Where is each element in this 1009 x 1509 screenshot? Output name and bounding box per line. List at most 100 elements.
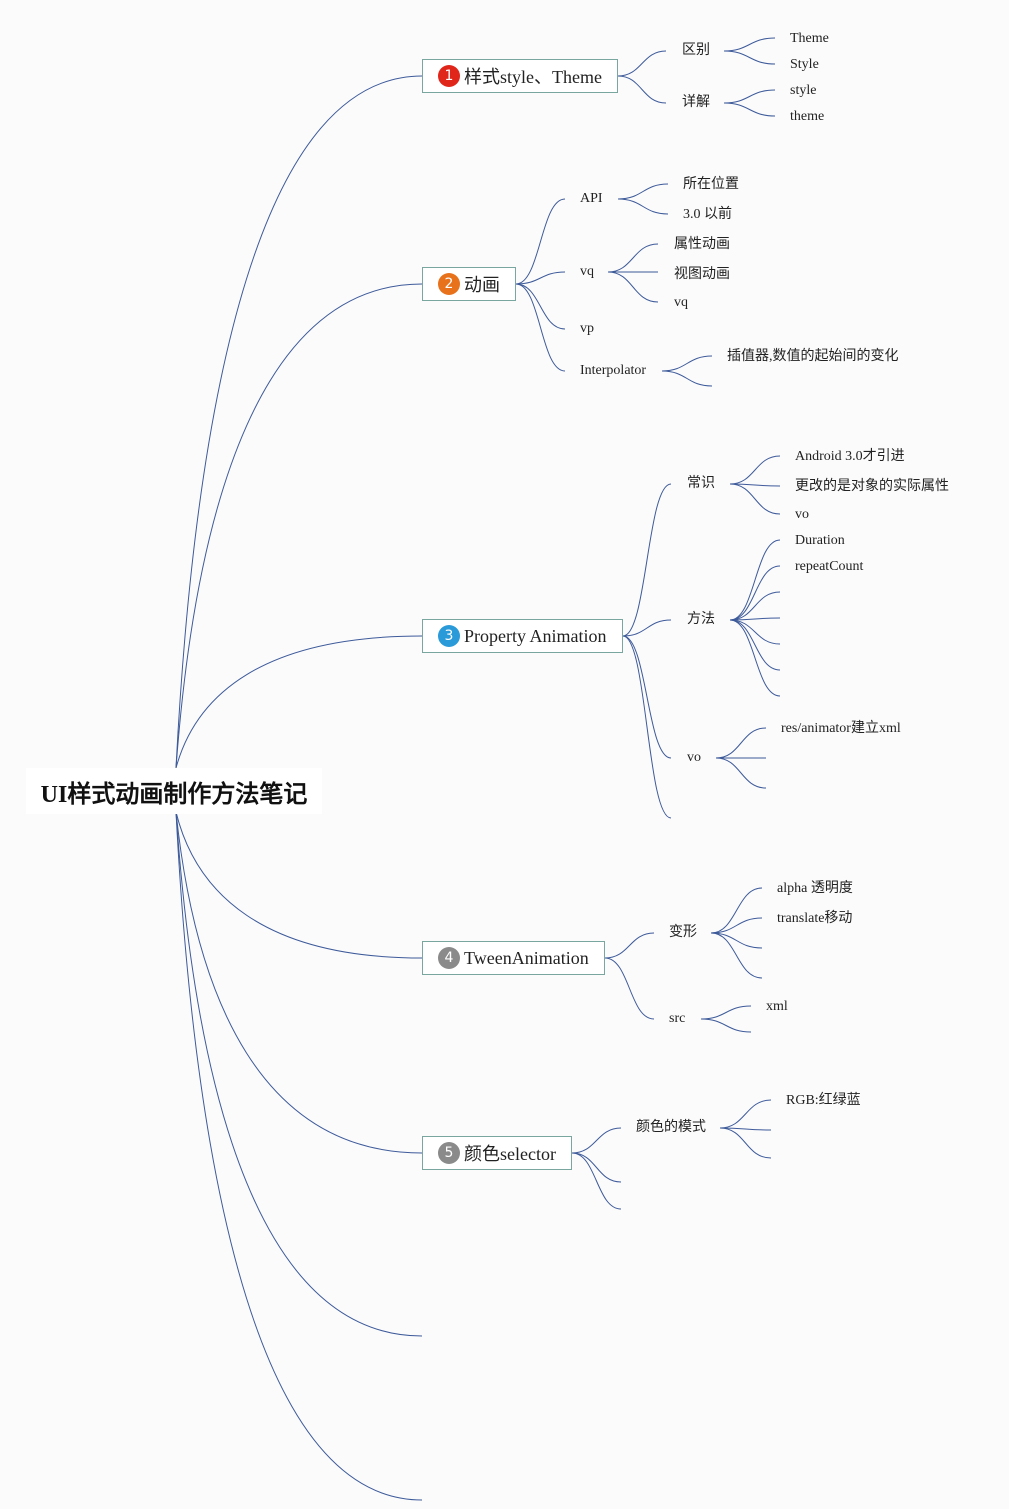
leaf-connector-4-1-3 — [710, 932, 763, 949]
subtopic-connector-3-1 — [622, 483, 672, 637]
leaf-connector-5-1-1 — [719, 1099, 772, 1129]
leaf-2-4-1[interactable]: 插值器,数值的起始间的变化 — [727, 349, 899, 364]
subtopic-4-2[interactable]: src — [669, 1011, 686, 1026]
leaf-connector-3-2-7 — [729, 619, 781, 697]
number-badge-icon: 5 — [438, 1142, 460, 1164]
subtopic-2-4[interactable]: Interpolator — [580, 363, 647, 378]
leaf-2-2-3[interactable]: vq — [674, 295, 688, 310]
leaf-connector-4-1-2 — [710, 917, 763, 934]
leaf-2-2-1[interactable]: 属性动画 — [674, 237, 730, 252]
topic-label: TweenAnimation — [464, 947, 589, 968]
subtopic-1-1[interactable]: 区别 — [682, 43, 710, 58]
leaf-connector-2-4-1 — [661, 355, 713, 372]
subtopic-2-3[interactable]: vp — [580, 321, 594, 336]
subtopic-3-2[interactable]: 方法 — [687, 612, 715, 627]
leaf-connector-2-2-3 — [607, 271, 659, 303]
leaf-connector-4-1-1 — [710, 887, 763, 934]
leaf-1-2-1[interactable]: style — [790, 83, 817, 98]
leaf-4-2-1[interactable]: xml — [766, 999, 788, 1014]
leaf-connector-3-2-2 — [729, 565, 781, 621]
subtopic-connector-3-2 — [622, 619, 672, 637]
leaf-3-1-3[interactable]: vo — [795, 507, 809, 522]
subtopic-connector-2-4 — [515, 283, 566, 372]
leaf-connector-1-2-1 — [723, 89, 776, 104]
leaf-connector-3-2-3 — [729, 591, 781, 621]
leaf-connector-5-1-3 — [719, 1127, 772, 1159]
leaf-connector-3-2-4 — [729, 617, 781, 621]
subtopic-connector-3-4 — [622, 635, 672, 819]
leaf-2-1-2[interactable]: 3.0 以前 — [683, 207, 732, 222]
branch-connector-7 — [175, 811, 423, 1501]
leaf-connector-1-1-1 — [723, 37, 776, 52]
leaf-connector-4-2-2 — [700, 1018, 752, 1033]
topic-label: Property Animation — [464, 625, 607, 646]
leaf-connector-2-1-1 — [617, 183, 669, 200]
number-badge-icon: 3 — [438, 625, 460, 647]
subtopic-3-3[interactable]: vo — [687, 750, 701, 765]
topic-label: 样式style、Theme — [464, 67, 602, 87]
leaf-connector-2-4-2 — [661, 370, 713, 387]
branch-connector-5 — [175, 811, 423, 1154]
leaf-connector-3-1-3 — [729, 483, 781, 515]
subtopic-connector-2-3 — [515, 283, 566, 330]
branch-connector-6 — [175, 811, 423, 1337]
leaf-connector-3-3-3 — [715, 757, 767, 789]
subtopic-2-2[interactable]: vq — [580, 264, 594, 279]
leaf-2-2-2[interactable]: 视图动画 — [674, 267, 730, 282]
number-badge-icon: 4 — [438, 947, 460, 969]
subtopic-connector-2-1 — [515, 198, 566, 285]
leaf-connector-3-2-6 — [729, 619, 781, 671]
leaf-connector-4-1-4 — [710, 932, 763, 979]
subtopic-connector-5-2 — [571, 1152, 622, 1183]
leaf-1-1-1[interactable]: Theme — [790, 31, 829, 46]
leaf-1-1-2[interactable]: Style — [790, 57, 819, 72]
subtopic-4-1[interactable]: 变形 — [669, 925, 697, 940]
leaf-connector-1-1-2 — [723, 50, 776, 65]
number-badge-icon: 1 — [438, 65, 460, 87]
subtopic-connector-4-2 — [604, 957, 655, 1020]
branch-connector-3 — [175, 635, 423, 769]
leaf-connector-3-1-1 — [729, 455, 781, 485]
subtopic-5-1[interactable]: 颜色的模式 — [636, 1120, 706, 1135]
leaf-connector-4-2-1 — [700, 1005, 752, 1020]
root-topic[interactable]: UI样式动画制作方法笔记 — [26, 768, 322, 814]
subtopic-connector-2-2 — [515, 271, 566, 285]
leaf-4-1-2[interactable]: translate移动 — [777, 911, 853, 926]
branch-connector-2 — [175, 283, 423, 769]
leaf-3-2-2[interactable]: repeatCount — [795, 559, 864, 574]
branch-connector-4 — [175, 811, 423, 959]
leaf-1-2-2[interactable]: theme — [790, 109, 825, 124]
leaf-connector-3-2-5 — [729, 619, 781, 645]
topic-label: 颜色selector — [464, 1144, 556, 1164]
branch-connector-1 — [175, 75, 423, 769]
subtopic-3-1[interactable]: 常识 — [687, 476, 715, 491]
number-badge-icon: 2 — [438, 273, 460, 295]
subtopic-connector-5-3 — [571, 1152, 622, 1210]
topic-label: 动画 — [464, 275, 500, 295]
root-topic-label: UI样式动画制作方法笔记 — [40, 781, 308, 808]
leaf-connector-3-2-1 — [729, 539, 781, 621]
subtopic-2-1[interactable]: API — [580, 191, 603, 206]
subtopic-connector-5-1 — [571, 1127, 622, 1154]
subtopic-connector-1-1 — [617, 50, 667, 77]
leaf-3-1-2[interactable]: 更改的是对象的实际属性 — [795, 479, 949, 494]
leaf-3-2-1[interactable]: Duration — [795, 533, 845, 548]
leaf-connector-2-2-1 — [607, 243, 659, 273]
leaf-5-1-1[interactable]: RGB:红绿蓝 — [786, 1093, 861, 1108]
subtopic-1-2[interactable]: 详解 — [682, 95, 710, 110]
subtopic-connector-3-3 — [622, 635, 672, 759]
subtopic-connector-4-1 — [604, 932, 655, 959]
leaf-connector-2-1-2 — [617, 198, 669, 215]
leaf-4-1-1[interactable]: alpha 透明度 — [777, 881, 853, 896]
leaf-2-1-1[interactable]: 所在位置 — [683, 177, 739, 192]
leaf-connector-1-2-2 — [723, 102, 776, 117]
leaf-3-1-1[interactable]: Android 3.0才引进 — [795, 449, 905, 464]
leaf-connector-3-3-1 — [715, 727, 767, 759]
leaf-3-3-1[interactable]: res/animator建立xml — [781, 721, 901, 736]
